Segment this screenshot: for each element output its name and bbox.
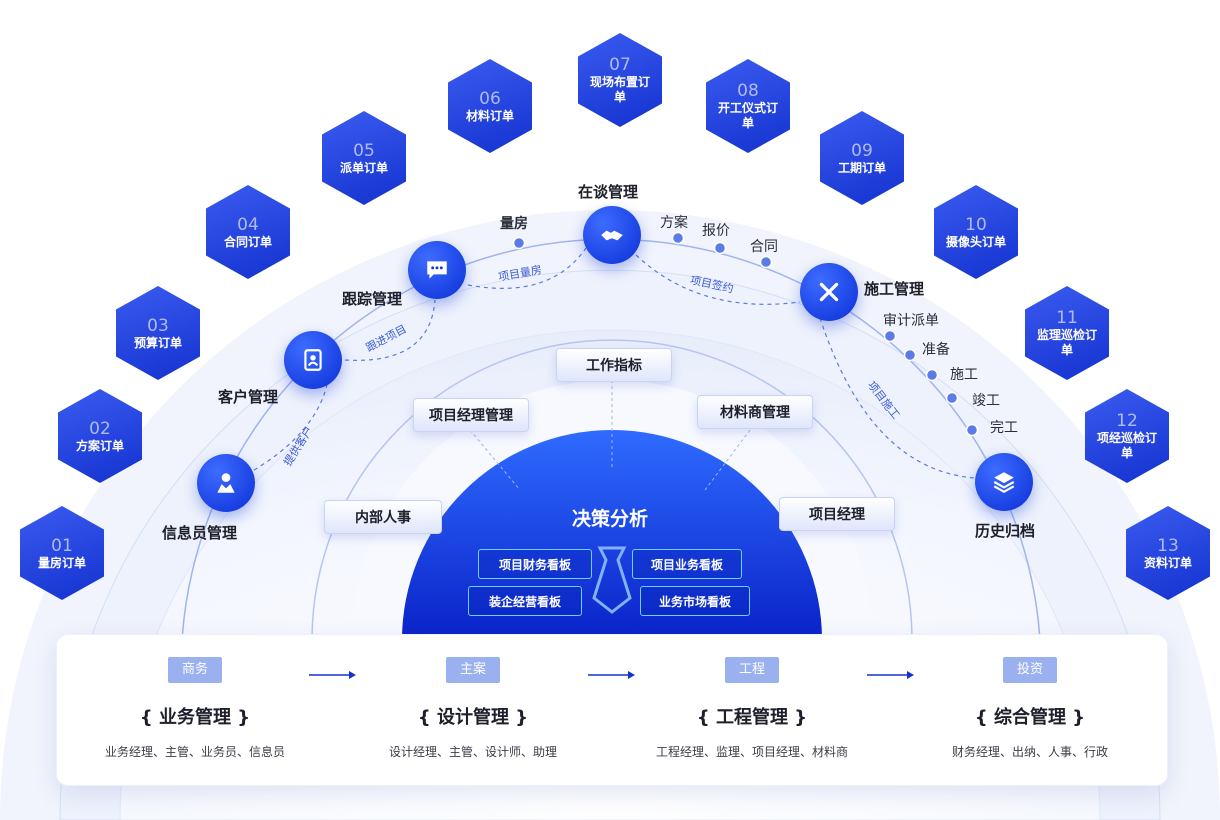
role-title: { 业务管理 } — [139, 707, 251, 728]
archive-node[interactable] — [975, 453, 1033, 511]
hex-label: 资料订单 — [1143, 555, 1192, 570]
hex-number: 05 — [353, 140, 375, 161]
step-dots — [512, 231, 979, 437]
handshake-icon — [601, 230, 623, 241]
step-quote: 报价 — [702, 223, 730, 239]
hex-number: 09 — [851, 140, 873, 161]
hex-label: 工期订单 — [837, 160, 886, 175]
negotiation-node[interactable] — [583, 206, 641, 264]
person-icon — [217, 473, 235, 493]
hex-number: 12 — [1116, 411, 1138, 431]
arrow-right-icon — [588, 671, 635, 679]
hex-number: 02 — [89, 418, 111, 439]
step-dot — [759, 255, 773, 269]
work-index-pill[interactable]: 工作指标 — [556, 348, 672, 382]
step-complete: 竣工 — [972, 393, 1000, 409]
hex-number: 07 — [609, 55, 631, 75]
step-dot — [883, 329, 897, 343]
hex-number: 04 — [237, 214, 259, 235]
step-build: 施工 — [950, 367, 978, 383]
role-title: { 设计管理 } — [417, 707, 529, 728]
negotiation-label: 在谈管理 — [578, 183, 639, 201]
archive-label: 历史归档 — [975, 522, 1036, 540]
hex-label: 摄像头订单 — [945, 234, 1006, 249]
construction-label: 施工管理 — [864, 280, 925, 298]
hex-number: 13 — [1157, 535, 1179, 556]
layers-icon — [993, 472, 1015, 493]
hex-label: 派单订单 — [339, 160, 388, 175]
role-tag: 工程 — [724, 657, 779, 683]
role-column-engineering: 工程 { 工程管理 } 工程经理、监理、项目经理、材料商 — [622, 635, 882, 760]
role-title: { 综合管理 } — [974, 707, 1086, 728]
role-desc: 财务经理、出纳、人事、行政 — [951, 745, 1108, 759]
board-market[interactable]: 业务市场看板 — [640, 586, 750, 616]
role-tag: 投资 — [1002, 657, 1057, 683]
hex-number: 06 — [479, 88, 501, 109]
hex-number: 11 — [1056, 308, 1078, 328]
chat-bubble-icon — [427, 261, 447, 279]
supplier-pill[interactable]: 材料商管理 — [697, 395, 813, 429]
informant-node[interactable] — [197, 454, 255, 512]
hex-label: 项经巡检订单 — [1096, 431, 1157, 460]
role-column-design: 主案 { 设计管理 } 设计经理、主管、设计师、助理 — [343, 635, 603, 760]
step-dot — [713, 241, 727, 255]
step-finish: 完工 — [990, 420, 1018, 436]
board-business[interactable]: 项目业务看板 — [632, 549, 742, 579]
step-dot — [925, 368, 939, 382]
step-audit: 审计派单 — [883, 313, 939, 329]
hex-label: 开工仪式订单 — [717, 101, 778, 130]
step-prepare: 准备 — [922, 342, 950, 358]
informant-label: 信息员管理 — [162, 524, 238, 542]
role-title: { 工程管理 } — [696, 707, 808, 728]
step-dot — [945, 391, 959, 405]
role-desc: 工程经理、监理、项目经理、材料商 — [655, 745, 848, 759]
customer-node[interactable] — [284, 331, 342, 389]
role-desc: 设计经理、主管、设计师、助理 — [388, 745, 557, 759]
tools-icon — [819, 282, 839, 302]
hex-label: 预算订单 — [133, 335, 182, 350]
step-plan: 方案 — [660, 215, 688, 231]
hex-label: 材料订单 — [465, 108, 514, 123]
hex-number: 01 — [51, 535, 73, 556]
hex-number: 03 — [147, 315, 169, 336]
arrow-right-icon — [309, 671, 356, 679]
construction-node[interactable] — [800, 263, 858, 321]
step-contract: 合同 — [750, 239, 778, 255]
step-dot — [965, 423, 979, 437]
hex-label: 监理巡检订单 — [1036, 328, 1097, 357]
role-column-general: 投资 { 综合管理 } 财务经理、出纳、人事、行政 — [900, 635, 1160, 760]
customer-label: 客户管理 — [218, 388, 279, 406]
role-panel: 商务 { 业务管理 } 业务经理、主管、业务员、信息员 主案 { 设计管理 } … — [56, 634, 1168, 786]
tracking-label: 跟踪管理 — [342, 290, 403, 308]
hex-label: 方案订单 — [75, 438, 124, 453]
role-desc: 业务经理、主管、业务员、信息员 — [104, 745, 285, 759]
tracking-node[interactable] — [408, 241, 466, 299]
role-tag: 主案 — [445, 657, 500, 683]
hex-number: 10 — [965, 214, 987, 235]
hex-number: 08 — [737, 81, 759, 101]
hex-label: 量房订单 — [37, 555, 86, 570]
role-column-business: 商务 { 业务管理 } 业务经理、主管、业务员、信息员 — [65, 635, 325, 760]
board-operations[interactable]: 装企经营看板 — [468, 586, 582, 616]
hr-pill[interactable]: 内部人事 — [324, 500, 442, 534]
hex-label: 合同订单 — [223, 234, 272, 249]
contact-book-icon — [304, 349, 322, 371]
step-dot — [671, 231, 685, 245]
step-dot — [512, 236, 526, 250]
board-finance[interactable]: 项目财务看板 — [478, 549, 592, 579]
hex-label: 现场布置订单 — [589, 75, 650, 104]
pm-pill[interactable]: 项目经理 — [779, 497, 895, 531]
step-measure: 量房 — [500, 216, 528, 232]
pm-manage-pill[interactable]: 项目经理管理 — [413, 398, 529, 432]
step-dot — [903, 348, 917, 362]
arrow-right-icon — [867, 671, 914, 679]
decision-title: 决策分析 — [571, 508, 648, 530]
role-tag: 商务 — [167, 657, 222, 683]
